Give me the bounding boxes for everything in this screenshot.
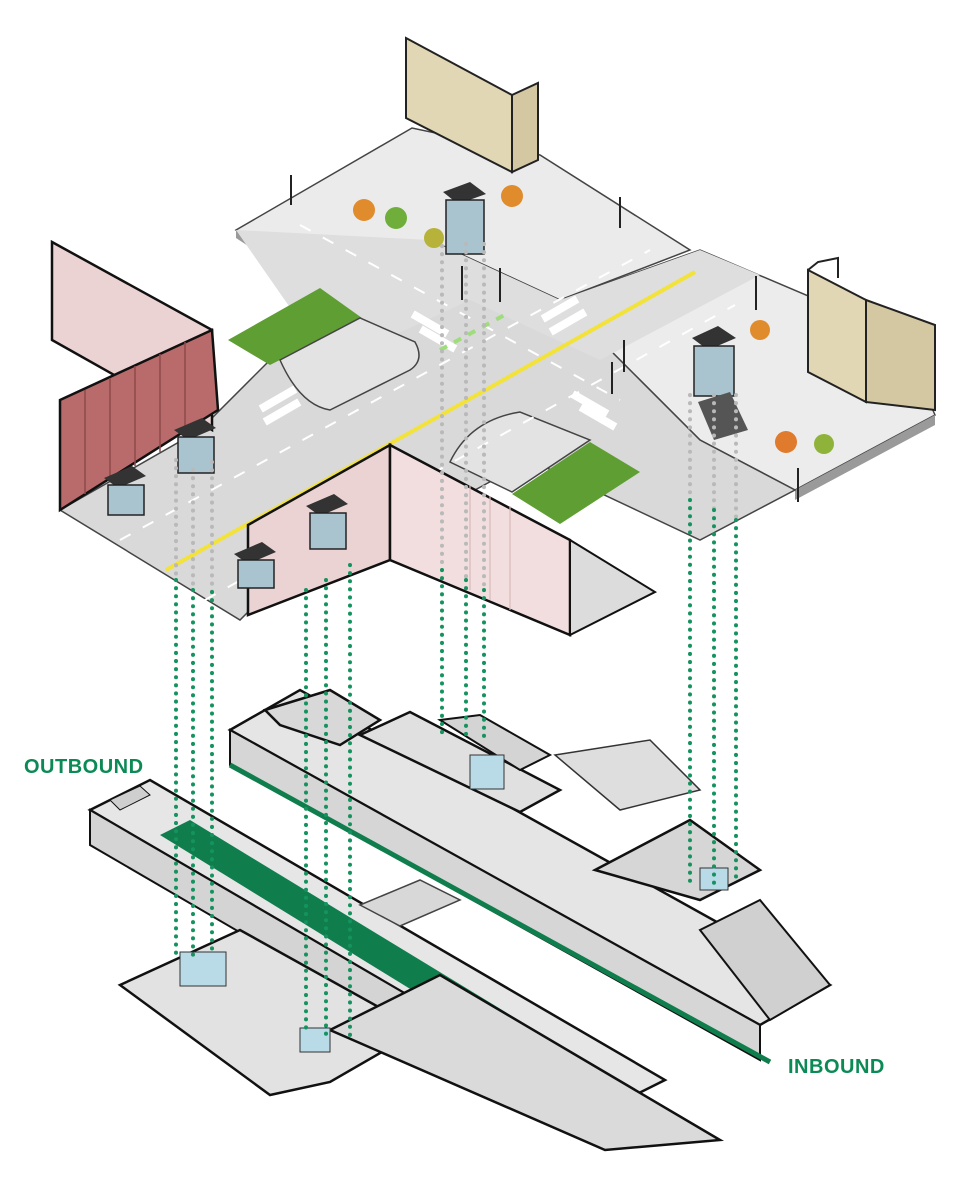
outbound-label: OUTBOUND [24,756,144,778]
vertical-connectors [174,242,738,1037]
inbound-glass-north [469,754,505,790]
platform-level [87,688,833,1152]
inbound-platform-edge [228,762,772,1065]
outbound-mezzanine [117,928,725,1152]
entrance-kiosk-3 [306,494,348,550]
east-tan-building [807,256,936,412]
crosswalks [258,295,618,431]
green-dotted-connectors [174,498,738,1037]
green-bike-markings [439,310,511,352]
entrance-kiosk-4 [234,542,276,589]
lane-markings [119,224,736,601]
grass-east [512,442,640,524]
west-ramp-well [279,317,420,411]
north-tan-building [405,36,539,174]
street-level [50,36,936,637]
inbound-label: INBOUND [788,1056,885,1078]
entrance-kiosk-2 [174,418,216,474]
entrance-kiosk-1 [104,466,146,516]
entrance-kiosk-north [443,182,486,255]
inbound-platform [227,688,833,1065]
grass-west [228,288,362,365]
east-slab-edge [795,415,935,500]
outbound-glass-2 [299,1027,331,1053]
lamp-posts [290,175,799,502]
cross-passage [358,879,462,927]
west-brick-building [50,239,220,513]
trees [353,185,834,454]
outbound-glass-1 [179,951,227,987]
inbound-glass-east [699,867,729,891]
